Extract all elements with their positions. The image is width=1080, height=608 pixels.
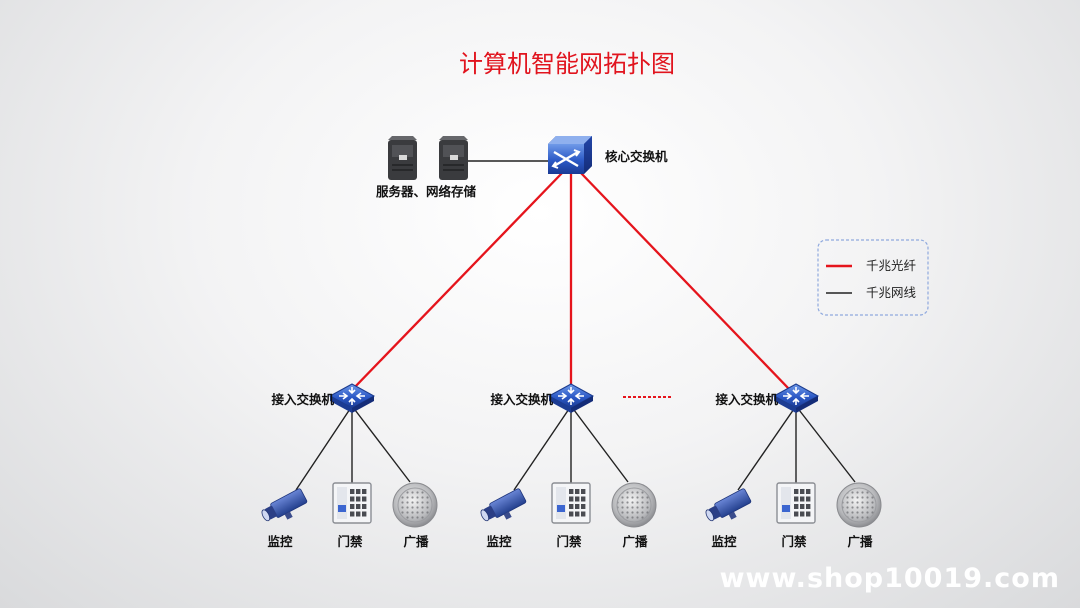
surveillance-camera-icon <box>261 488 308 522</box>
device-label: 监控 <box>711 534 737 549</box>
core-switch-label: 核心交换机 <box>605 149 668 164</box>
surveillance-camera-icon <box>480 488 527 522</box>
device-label: 监控 <box>486 534 512 549</box>
access-1-speaker-link <box>351 405 411 483</box>
device-label: 门禁 <box>337 534 363 549</box>
device-label: 广播 <box>847 534 873 549</box>
access-switch-label: 接入交换机 <box>271 392 334 407</box>
device-label: 门禁 <box>556 534 582 549</box>
device-label: 监控 <box>267 534 293 549</box>
watermark: www.shop10019.com <box>720 563 1060 594</box>
access-2-speaker-link <box>570 405 629 483</box>
ethernet-links <box>295 160 856 491</box>
access-3-camera-link <box>737 405 797 491</box>
broadcast-speaker-icon <box>836 482 882 528</box>
legend-fiber-label: 千兆光纤 <box>866 258 917 273</box>
fiber-links <box>351 171 791 391</box>
server-icon <box>439 136 468 180</box>
legend-ethernet-label: 千兆网线 <box>866 285 917 300</box>
broadcast-speaker-icon <box>611 482 657 528</box>
servers-label: 服务器、网络存储 <box>376 184 477 199</box>
access-switch-label: 接入交换机 <box>715 392 778 407</box>
broadcast-speaker-icon <box>392 482 438 528</box>
access-2-camera-link <box>513 405 572 491</box>
legend-box <box>817 239 929 316</box>
access-3-speaker-link <box>795 405 856 483</box>
page-title: 计算机智能网拓扑图 <box>459 50 675 78</box>
server-icon <box>388 136 417 180</box>
access-switch-label: 接入交换机 <box>490 392 553 407</box>
fiber-link-1 <box>351 171 564 391</box>
access-control-keypad-icon <box>332 482 372 524</box>
access-1-camera-link <box>295 405 353 491</box>
access-switch-icon <box>772 383 820 413</box>
device-label: 广播 <box>622 534 648 549</box>
device-label: 广播 <box>403 534 429 549</box>
access-control-keypad-icon <box>776 482 816 524</box>
access-switch-icon <box>328 383 376 413</box>
access-control-keypad-icon <box>551 482 591 524</box>
legend: 千兆光纤 千兆网线 <box>817 239 929 316</box>
access-switch-icon <box>547 383 595 413</box>
device-label: 门禁 <box>781 534 807 549</box>
surveillance-camera-icon <box>705 488 752 522</box>
fiber-link-3 <box>579 171 791 391</box>
core-switch-icon <box>548 136 592 174</box>
